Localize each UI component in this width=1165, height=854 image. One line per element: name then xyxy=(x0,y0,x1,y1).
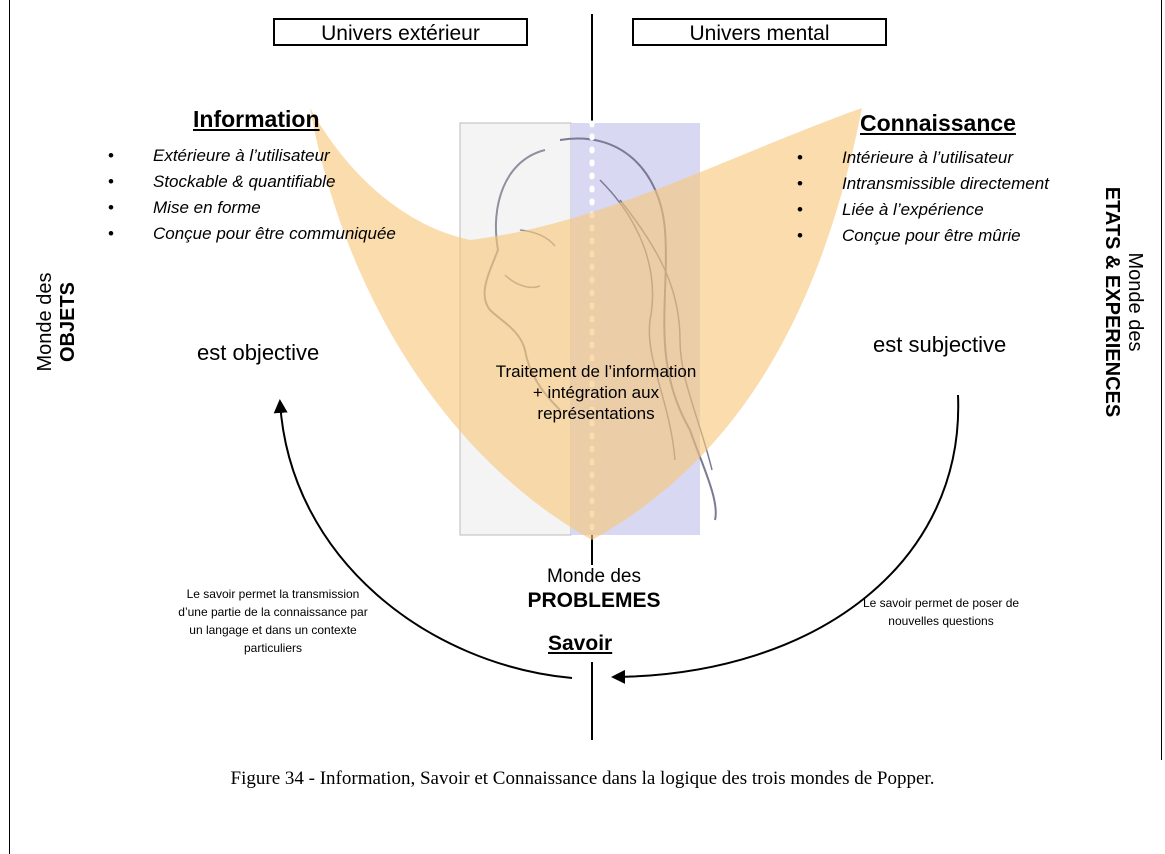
processing-line3: représentations xyxy=(537,404,655,423)
subjective-label: est subjective xyxy=(873,332,1007,357)
connaissance-heading: Connaissance xyxy=(860,110,1016,136)
processing-funnel xyxy=(310,108,862,540)
processing-text: Traitement de l’information + intégratio… xyxy=(456,361,736,424)
processing-line1: Traitement de l’information xyxy=(495,362,697,381)
list-item: Conçue pour être communiquée xyxy=(108,221,396,247)
questions-note-line2: nouvelles questions xyxy=(888,614,994,628)
connaissance-bullet-list: Intérieure à l’utilisateur Intransmissib… xyxy=(797,145,1049,249)
list-item: Intérieure à l’utilisateur xyxy=(797,145,1049,171)
outer-universe-label: Univers extérieur xyxy=(321,22,480,45)
list-item: Liée à l’expérience xyxy=(797,197,1049,223)
objects-world-line1: Monde des xyxy=(34,272,56,372)
information-bullet-list: Extérieure à l’utilisateur Stockable & q… xyxy=(108,143,396,247)
experiences-world-line2: ETATS & EXPERIENCES xyxy=(1101,186,1123,418)
experiences-world-line1: Monde des xyxy=(1124,252,1146,352)
information-heading: Information xyxy=(193,106,320,132)
arrow-to-savoir xyxy=(611,394,960,684)
problems-world-line2: PROBLEMES xyxy=(527,589,661,612)
objects-world-line2: OBJETS xyxy=(57,281,79,363)
transmission-note: Le savoir permet la transmission d’une p… xyxy=(118,585,428,657)
left-border-line xyxy=(9,0,10,854)
transmission-note-line1: Le savoir permet la transmission xyxy=(186,587,360,601)
list-item: Mise en forme xyxy=(108,195,396,221)
mental-universe-box: Univers mental xyxy=(632,18,887,46)
problems-world-line1: Monde des xyxy=(546,566,641,587)
mental-universe-label: Univers mental xyxy=(689,22,830,45)
transmission-note-line2: d’une partie de la connaissance par xyxy=(178,605,368,619)
arrow-to-objective xyxy=(273,399,573,679)
questions-note-line1: Le savoir permet de poser de xyxy=(862,596,1020,610)
list-item: Conçue pour être mûrie xyxy=(797,223,1049,249)
outer-universe-box: Univers extérieur xyxy=(273,18,528,46)
problems-world-label: Monde des PROBLEMES xyxy=(484,565,704,613)
list-item: Intransmissible directement xyxy=(797,171,1049,197)
transmission-note-line3: un langage et dans un contexte xyxy=(189,623,357,637)
questions-note: Le savoir permet de poser de nouvelles q… xyxy=(826,594,1056,630)
processing-line2: + intégration aux xyxy=(532,383,660,402)
list-item: Stockable & quantifiable xyxy=(108,169,396,195)
objective-label: est objective xyxy=(197,340,320,365)
right-border-line xyxy=(1161,0,1162,760)
figure-caption: Figure 34 - Information, Savoir et Conna… xyxy=(230,768,935,789)
savoir-heading: Savoir xyxy=(548,632,613,655)
list-item: Extérieure à l’utilisateur xyxy=(108,143,396,169)
transmission-note-line4: particuliers xyxy=(243,641,303,655)
